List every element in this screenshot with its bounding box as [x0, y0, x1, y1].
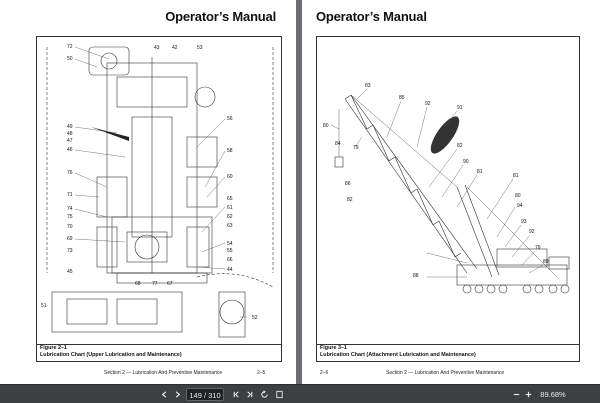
- left-footer-section: Section 2 — Lubrication And Preventive M…: [104, 370, 223, 376]
- right-footer-page-number: 2–6: [320, 370, 329, 376]
- fit-page-icon: [276, 390, 283, 399]
- zoom-level[interactable]: 89.68%: [540, 390, 566, 399]
- right-callout-3: 92: [425, 101, 431, 107]
- left-r-callout-4: 61: [227, 205, 233, 211]
- next-page-icon: [175, 391, 181, 398]
- right-callout-17: 79: [535, 245, 541, 251]
- left-figure-title: Lubrication Chart (Upper Lubrication and…: [40, 351, 182, 358]
- right-callout-6: 79: [353, 145, 359, 151]
- left-t-callout-1: 42: [172, 45, 178, 51]
- left-r-callout-1: 58: [227, 148, 233, 154]
- left-figure-number: Figure 2–1: [40, 345, 67, 351]
- left-t-callout-0: 43: [154, 45, 160, 51]
- right-callout-13: 80: [515, 193, 521, 199]
- viewer-toolbar: 149 / 310 89.68%: [0, 384, 600, 403]
- left-r-callout-10: 44: [227, 267, 233, 273]
- right-footer-section: Section 2 — Lubrication And Preventive M…: [386, 370, 505, 376]
- left-figure-caption: Figure 2–1 Lubrication Chart (Upper Lubr…: [40, 345, 182, 358]
- right-callout-18: 89: [543, 259, 549, 265]
- right-callout-14: 94: [517, 203, 523, 209]
- left-l-callout-2: 49: [67, 124, 73, 130]
- prev-page-icon: [161, 391, 167, 398]
- right-callout-19: 88: [413, 273, 419, 279]
- first-page-button[interactable]: [230, 388, 243, 401]
- right-callout-0: 80: [323, 123, 329, 129]
- left-l-callout-1: 50: [67, 56, 73, 62]
- page-number-field[interactable]: 149 / 310: [186, 388, 224, 401]
- right-callout-1: 83: [365, 83, 371, 89]
- left-r-callout-3: 65: [227, 196, 233, 202]
- left-l-callout-7: 71: [67, 192, 73, 198]
- right-callout-15: 93: [521, 219, 527, 225]
- left-l-callout-8: 74: [67, 206, 73, 212]
- left-page-title: Operator’s Manual: [165, 9, 276, 24]
- left-page: Operator’s Manual: [0, 0, 296, 384]
- left-l-callout-11: 69: [67, 236, 73, 242]
- right-figure-number: Figure 3–1: [320, 345, 347, 351]
- rotate-icon: [261, 390, 268, 398]
- right-callout-8: 90: [463, 159, 469, 165]
- left-r-callout-9: 66: [227, 257, 233, 263]
- left-figure-rule: [37, 344, 281, 345]
- rotate-button[interactable]: [258, 388, 271, 401]
- fit-page-button[interactable]: [273, 388, 286, 401]
- left-l-callout-12: 73: [67, 248, 73, 254]
- left-l-callout-5: 46: [67, 147, 73, 153]
- left-l-callout-0: 72: [67, 44, 73, 50]
- right-figure-rule: [317, 344, 579, 345]
- right-page: Operator’s Manual: [302, 0, 600, 384]
- right-figure-title: Lubrication Chart (Attachment Lubricatio…: [320, 351, 476, 358]
- right-callout-7: 82: [457, 143, 463, 149]
- left-b-callout-1: 77: [152, 281, 158, 287]
- left-b-callout-0: 68: [135, 281, 141, 287]
- left-r-callout-5: 62: [227, 214, 233, 220]
- last-page-icon: [247, 391, 253, 398]
- zoom-out-button[interactable]: [510, 388, 523, 401]
- zoom-in-icon: [525, 391, 532, 398]
- right-callout-9: 81: [477, 169, 483, 175]
- left-l-callout-14: 51: [41, 303, 47, 309]
- left-r-callout-0: 56: [227, 116, 233, 122]
- left-r-callout-2: 60: [227, 174, 233, 180]
- zoom-out-icon: [513, 393, 520, 396]
- right-callout-10: 86: [345, 181, 351, 187]
- left-l-callout-6: 76: [67, 170, 73, 176]
- left-l-callout-9: 75: [67, 214, 73, 220]
- right-callout-5: 84: [335, 141, 341, 147]
- first-page-icon: [233, 391, 239, 398]
- left-l-callout-10: 70: [67, 224, 73, 230]
- left-r-callout-6: 63: [227, 223, 233, 229]
- left-footer-page-number: 2–5: [257, 370, 266, 376]
- left-t-callout-2: 53: [197, 45, 203, 51]
- right-callout-2: 85: [399, 95, 405, 101]
- left-l-callout-3: 48: [67, 131, 73, 137]
- left-r-callout-7: 54: [227, 241, 233, 247]
- right-callout-16: 92: [529, 229, 535, 235]
- left-l-callout-4: 47: [67, 138, 73, 144]
- right-callout-12: 81: [513, 173, 519, 179]
- left-l-callout-13: 45: [67, 269, 73, 275]
- last-page-button[interactable]: [243, 388, 256, 401]
- left-b-callout-2: 67: [167, 281, 173, 287]
- right-figure-caption: Figure 3–1 Lubrication Chart (Attachment…: [320, 345, 476, 358]
- prev-page-button[interactable]: [158, 388, 171, 401]
- right-callout-4: 91: [457, 105, 463, 111]
- right-callout-11: 82: [347, 197, 353, 203]
- left-r-callout-11: 52: [252, 315, 258, 321]
- next-page-button[interactable]: [171, 388, 184, 401]
- left-r-callout-8: 55: [227, 248, 233, 254]
- zoom-in-button[interactable]: [522, 388, 535, 401]
- right-page-title: Operator’s Manual: [316, 9, 427, 24]
